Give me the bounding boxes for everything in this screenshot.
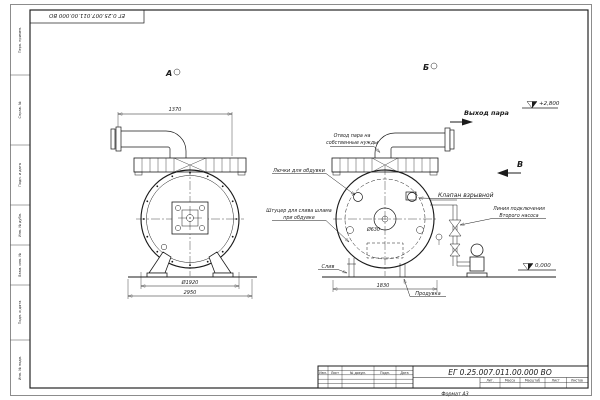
blow-hatch-port xyxy=(407,192,417,202)
view-a: А 1370 xyxy=(110,68,257,299)
elevation-top-mark: +2,800 xyxy=(522,101,560,109)
view-a-burner xyxy=(171,201,209,235)
tb-col-data: Дата xyxy=(400,371,408,375)
view-b-label: Б xyxy=(423,63,429,72)
main-frame xyxy=(29,9,589,389)
blowdown-text: Продувка xyxy=(415,291,440,297)
doc-number: ЕГ 0.25.007.011.00.000 ВО xyxy=(448,368,552,377)
view-a-top-casing xyxy=(133,157,247,176)
dim-2950: 2950 xyxy=(128,279,252,299)
tb-mass-label: Масса xyxy=(505,379,515,383)
margin-label-0: Перв. примен. xyxy=(18,27,22,53)
blow-hatch-port xyxy=(353,192,363,202)
dim-1830-text: 1830 xyxy=(377,283,390,289)
view-b-vessel: Ø630 xyxy=(333,166,437,276)
top-stamp-box xyxy=(29,9,145,24)
margin-label-3: Инв. № дубл. xyxy=(18,213,22,237)
margin-label-2: Подп. и дата xyxy=(18,163,22,187)
view-b-ground xyxy=(322,276,556,278)
margin-label-6: Инв. № подл. xyxy=(18,356,22,380)
margin-label-1: Справ. № xyxy=(18,101,22,118)
view-direction-b: В xyxy=(497,160,523,177)
pump-line-text1: Линия подключения xyxy=(492,206,545,212)
annotation-blow-hatches: Лючки для обдувки xyxy=(272,168,355,195)
dim-1920-text: Ø1920 xyxy=(181,279,199,286)
pump-line-text2: Второго насоса xyxy=(499,213,538,219)
dim-1370-text: 1370 xyxy=(169,107,182,113)
pump xyxy=(466,243,488,278)
sludge-fitting-text1: Штуцер для слива шлама xyxy=(266,208,331,214)
valve-icon xyxy=(449,249,461,257)
tb-sheet-label: Лист xyxy=(552,379,560,383)
steam-own-needs-line1: Отвод пара на xyxy=(334,133,371,139)
dim-1370: 1370 xyxy=(118,107,232,156)
dim-1920: Ø1920 xyxy=(141,272,239,289)
annotation-steam-own-needs: Отвод пара на собственные нужды xyxy=(326,133,380,153)
view-direction-arrow-icon xyxy=(497,169,508,177)
top-stamp-text: ЕГ 0.25.007.011.00.000 ВО xyxy=(48,12,125,18)
margin-label-4: Взам. инв. № xyxy=(18,253,22,277)
steam-outlet-callout: Выход пара xyxy=(450,109,509,126)
view-a-vessel xyxy=(136,166,244,276)
steam-outlet-text: Выход пара xyxy=(464,109,509,117)
pump-body xyxy=(469,256,485,272)
annotation-drain: Слив xyxy=(318,264,347,274)
tb-sheets-label: Листов xyxy=(571,379,583,383)
pump-motor xyxy=(470,243,484,257)
flow-arrow-icon xyxy=(462,118,473,126)
tb-scale-label: Масштаб xyxy=(525,379,540,383)
dim-1830: 1830 xyxy=(333,280,437,292)
top-stamp: ЕГ 0.25.007.011.00.000 ВО xyxy=(29,9,145,24)
annotation-pump-line: Линия подключения Второго насоса xyxy=(460,206,546,225)
view-direction-b-label: В xyxy=(517,160,523,169)
view-a-bolt-circle xyxy=(142,171,238,267)
view-a-supports xyxy=(146,251,234,278)
explosion-valve-text: Клапан взрывной xyxy=(438,192,494,199)
format-label: Формат А3 xyxy=(441,392,468,398)
pressure-gauge-icon xyxy=(435,233,443,241)
view-a-fitting xyxy=(160,243,168,251)
pump-piping xyxy=(430,199,488,278)
sheet-frame xyxy=(10,4,592,396)
left-margin-column: Перв. примен. Справ. № Подп. и дата Инв.… xyxy=(10,27,30,380)
dim-630-text: Ø630 xyxy=(366,226,380,233)
dim-2950-text: 2950 xyxy=(184,290,197,296)
blowdown-stub xyxy=(399,263,406,277)
view-a-ground xyxy=(128,276,257,278)
annotation-explosion-valve: Клапан взрывной xyxy=(419,192,494,199)
drain-text: Слив xyxy=(322,264,335,270)
view-a-steam-pipe xyxy=(110,126,187,158)
tb-col-dokum: № докум. xyxy=(350,371,366,375)
view-a-label: А xyxy=(165,69,172,78)
elevation-zero-mark: 0,000 xyxy=(518,263,556,271)
title-block: Изм. Лист № докум. Подп. Дата ЕГ 0.25.00… xyxy=(317,365,589,389)
side-port xyxy=(346,226,354,234)
annotation-sludge-fitting: Штуцер для слива шлама при обдувке xyxy=(266,208,349,242)
sludge-fitting-text2: при обдувке xyxy=(283,215,315,221)
pump-base xyxy=(466,272,488,278)
valve-icon xyxy=(448,219,462,229)
view-b-steam-pipe xyxy=(374,127,455,158)
valve-icon xyxy=(449,243,461,251)
elevation-top-text: +2,800 xyxy=(539,101,560,107)
view-b-zone-mark xyxy=(430,62,438,70)
view-b: Б Выход пара +2,800 xyxy=(266,62,560,297)
steam-own-needs-line2: собственные нужды xyxy=(326,140,378,146)
tb-col-izm: Изм. xyxy=(319,371,327,375)
tb-col-podp: Подп. xyxy=(380,371,390,375)
valve-icon xyxy=(448,227,462,237)
tb-lit-label: Лит. xyxy=(486,379,493,383)
annotation-blowdown: Продувка xyxy=(403,279,446,297)
margin-label-5: Подп. и дата xyxy=(18,301,22,325)
side-port xyxy=(416,226,424,234)
view-a-zone-mark xyxy=(173,68,181,76)
explosion-valve-device xyxy=(405,191,417,201)
tb-col-list: Лист xyxy=(331,371,339,375)
outer-border xyxy=(10,4,592,396)
elevation-zero-text: 0,000 xyxy=(535,263,551,269)
blow-hatches-text: Лючки для обдувки xyxy=(272,168,326,174)
drain-stub xyxy=(347,258,356,277)
